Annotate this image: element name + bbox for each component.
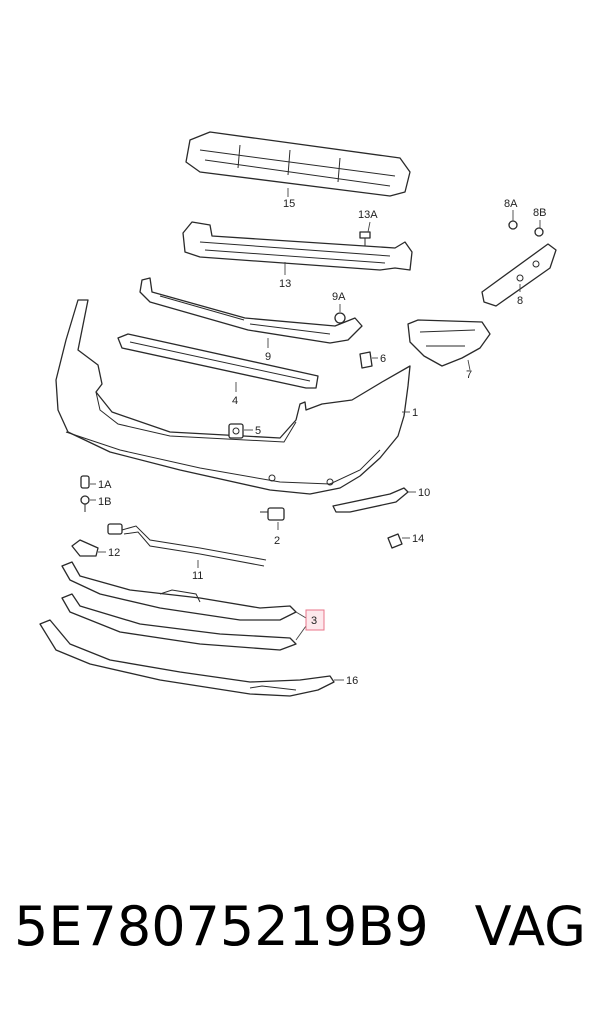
callout-1a: 1A xyxy=(98,479,112,491)
callout-11: 11 xyxy=(192,570,203,582)
part-16-diffuser xyxy=(39,619,335,697)
brand-label: VAG xyxy=(474,895,586,958)
callout-5: 5 xyxy=(255,425,261,437)
callout-14: 14 xyxy=(412,533,424,545)
callout-7: 7 xyxy=(466,369,472,381)
callout-4: 4 xyxy=(232,395,238,407)
bolt-13a xyxy=(359,231,371,246)
part-1-bumper-cover xyxy=(55,299,411,495)
callout-12: 12 xyxy=(108,547,120,559)
part-11-wiring-harness xyxy=(107,523,267,567)
callout-8: 8 xyxy=(517,295,523,307)
part-3-spoiler-upper xyxy=(61,561,297,621)
part-12-bracket xyxy=(71,539,99,557)
parts-exploded-diagram: 15 13 13A 9 9A 4 8A 8B xyxy=(39,131,557,697)
part-7-side-guide xyxy=(407,319,491,367)
callout-16: 16 xyxy=(346,675,358,687)
callout-15: 15 xyxy=(283,198,295,210)
part-8-side-bracket xyxy=(481,243,557,307)
clip-14 xyxy=(387,533,403,549)
part-9-guide-profile xyxy=(139,277,363,344)
callout-6: 6 xyxy=(380,353,386,365)
part-number: 5E78075219B9 xyxy=(14,895,429,958)
part-4-guide-rail xyxy=(117,333,319,389)
callout-13: 13 xyxy=(279,278,291,290)
screw-8b xyxy=(534,227,544,237)
cap-5 xyxy=(228,423,244,439)
callout-9a: 9A xyxy=(332,291,346,303)
part-10-trim-strip xyxy=(332,487,409,513)
callout-8a: 8A xyxy=(504,198,518,210)
callout-13a: 13A xyxy=(358,209,378,221)
clip-1a xyxy=(80,475,90,489)
part-2-holder xyxy=(260,507,285,521)
part-13-bumper-carrier xyxy=(182,221,413,271)
footer: 5E78075219B9 VAG xyxy=(0,895,600,985)
callout-9: 9 xyxy=(265,351,271,363)
part-15-impact-absorber xyxy=(185,131,411,197)
callout-10: 10 xyxy=(418,487,430,499)
screw-1b xyxy=(80,495,90,512)
clip-6 xyxy=(359,351,373,369)
part-3-spoiler-lower xyxy=(61,593,297,651)
screw-8a xyxy=(508,220,518,230)
callout-1b: 1B xyxy=(98,496,111,508)
clip-9a xyxy=(334,312,346,324)
callout-3-highlight xyxy=(305,609,325,631)
callout-3: 3 xyxy=(311,615,317,627)
callout-2: 2 xyxy=(274,535,280,547)
callout-1: 1 xyxy=(412,407,418,419)
callout-8b: 8B xyxy=(533,207,546,219)
